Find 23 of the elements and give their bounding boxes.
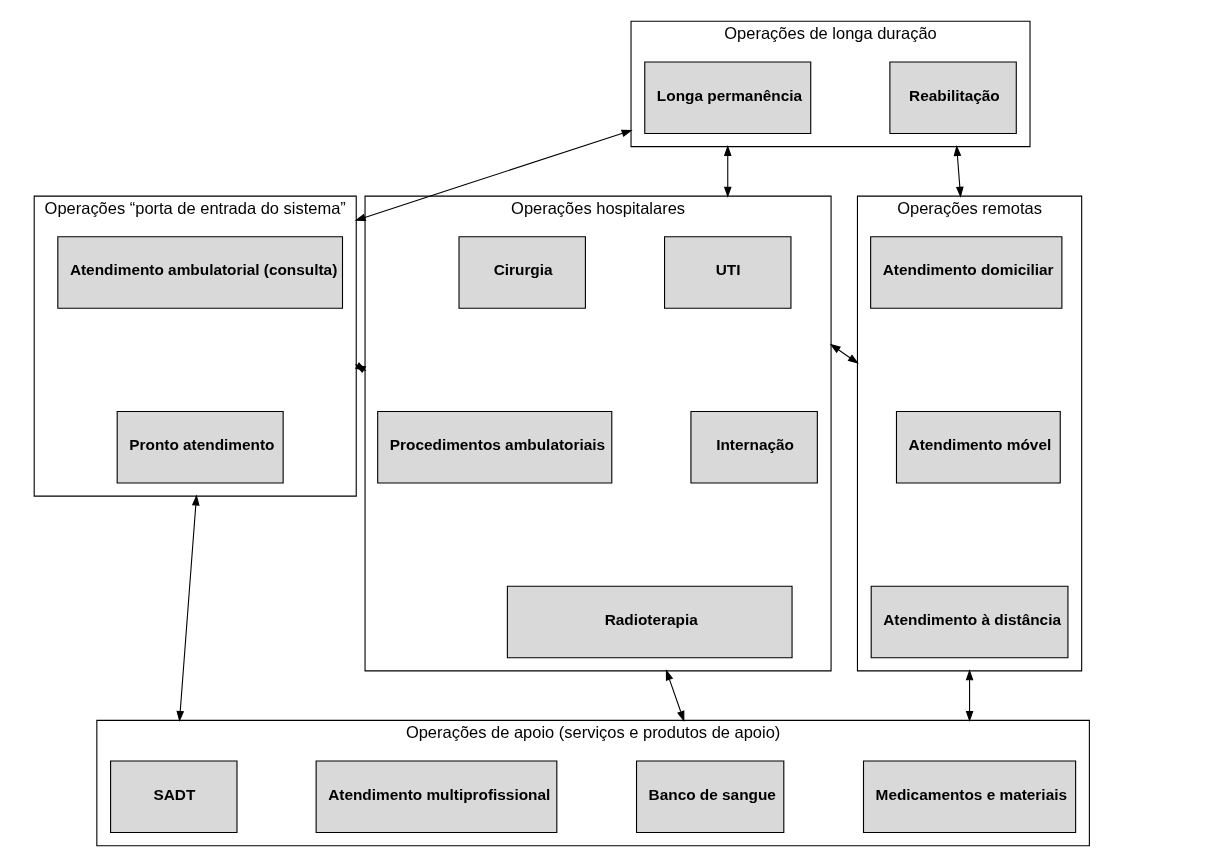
- node-box: Pronto atendimento: [116, 410, 284, 484]
- node-box: Reabilitação: [888, 61, 1017, 134]
- arrow: [175, 494, 200, 723]
- arrow: [665, 669, 684, 722]
- node-box: Atendimento ambulatorial (consulta): [56, 236, 343, 309]
- node-box: Cirurgia: [457, 236, 586, 309]
- node-box: Radioterapia: [506, 585, 793, 659]
- arrow: [354, 129, 633, 222]
- node-box: Atendimento à distância: [870, 585, 1068, 659]
- node-box: Atendimento domiciliar: [869, 236, 1062, 309]
- node-box: Atendimento móvel: [895, 410, 1061, 484]
- node-box: SADT: [109, 760, 238, 834]
- node-box: Internação: [689, 410, 818, 484]
- node-box: Longa permanência: [643, 61, 811, 134]
- node-box: Medicamentos e materiais: [862, 760, 1076, 834]
- node-box: Atendimento multiprofissional: [315, 760, 557, 834]
- node-box: Procedimentos ambulatoriais: [376, 410, 612, 484]
- arrow: [723, 144, 732, 198]
- node-box: Banco de sangue: [635, 760, 784, 834]
- arrow: [965, 669, 973, 723]
- node-box: UTI: [663, 236, 791, 309]
- arrow: [829, 343, 859, 364]
- arrow: [953, 144, 964, 198]
